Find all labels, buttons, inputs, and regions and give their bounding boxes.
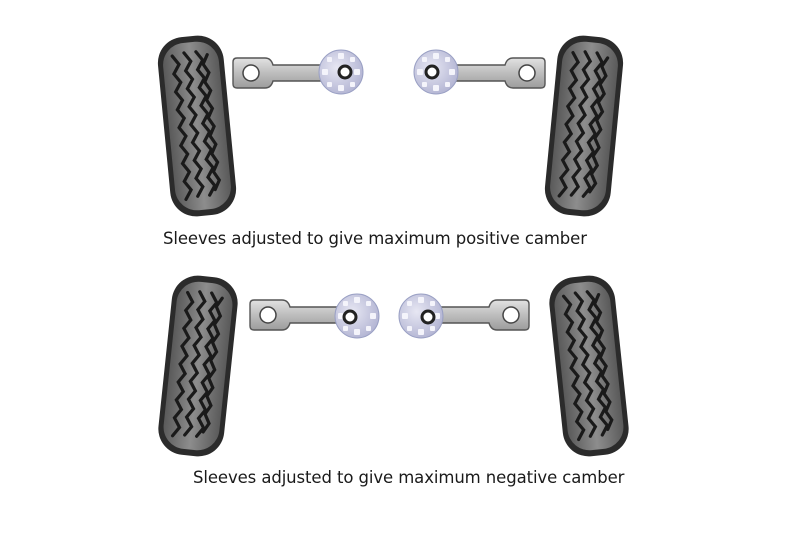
eccentric-sleeve-icon: [398, 293, 444, 339]
suspension-arm-icon: [446, 57, 546, 89]
tyre-icon: [153, 31, 241, 221]
suspension-arm-icon: [430, 299, 530, 331]
positive-camber-assembly: [153, 31, 628, 221]
suspension-arm-icon: [232, 57, 332, 89]
tyre-icon: [154, 271, 242, 461]
eccentric-sleeve-icon: [334, 293, 380, 339]
tyre-icon: [540, 31, 628, 221]
negative-camber-assembly: [154, 271, 633, 461]
tyre-icon: [545, 271, 633, 461]
negative-camber-caption: Sleeves adjusted to give maximum negativ…: [193, 468, 625, 487]
suspension-arm-icon: [249, 299, 349, 331]
positive-camber-caption: Sleeves adjusted to give maximum positiv…: [163, 229, 587, 248]
eccentric-sleeve-icon: [318, 49, 364, 95]
eccentric-sleeve-icon: [413, 49, 459, 95]
